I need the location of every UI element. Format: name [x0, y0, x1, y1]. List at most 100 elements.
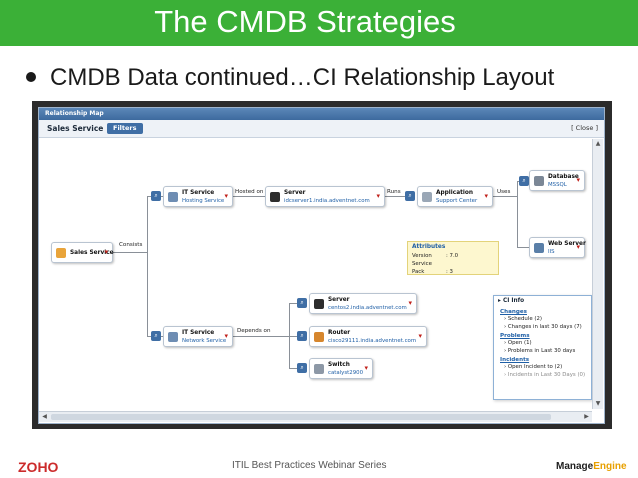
relation-label-uses: Uses	[497, 189, 511, 195]
server-icon	[270, 192, 280, 202]
node-sub[interactable]: idcserver1.india.adventnet.com	[284, 198, 370, 204]
window-header: Relationship Map	[39, 108, 604, 120]
bullet-text: CMDB Data continued…CI Relationship Layo…	[50, 64, 555, 91]
server-icon	[314, 299, 324, 309]
vertical-scrollbar[interactable]: ▲ ▼	[592, 139, 603, 409]
connector	[385, 196, 405, 197]
ci-info-item[interactable]: › Open Incident to (2)	[504, 364, 563, 370]
expand-down-icon[interactable]: ▾	[376, 192, 380, 200]
zoom-icon[interactable]: ⌕	[297, 298, 307, 308]
node-name: IT Service	[182, 330, 215, 336]
relation-label-runs: Runs	[387, 189, 401, 195]
router-icon	[314, 332, 324, 342]
web-server-icon	[534, 243, 544, 253]
ci-node-switch[interactable]: Switch catalyst2900 ▾	[309, 358, 373, 379]
node-sub[interactable]: centos2.india.adventnet.com	[328, 305, 407, 311]
service-name: Sales Service	[47, 124, 104, 133]
zoom-icon[interactable]: ⌕	[297, 363, 307, 373]
ci-info-panel: ▸ CI Info Changes › Schedule (2) › Chang…	[493, 295, 592, 400]
scroll-right-icon[interactable]: ▶	[584, 413, 589, 420]
node-sub[interactable]: Network Service	[182, 338, 227, 344]
horizontal-scrollbar[interactable]: ◀ ▶	[39, 411, 592, 422]
node-name: Server	[284, 190, 306, 196]
node-sub[interactable]: IIS	[548, 249, 555, 255]
ci-info-problems-link[interactable]: Problems	[500, 333, 530, 339]
ci-info-incidents-link[interactable]: Incidents	[500, 357, 530, 363]
it-service-icon	[168, 332, 178, 342]
ci-info-title: ▸ CI Info	[498, 298, 525, 304]
ci-node-web-server[interactable]: Web Server IIS ▾	[529, 237, 586, 258]
node-sub[interactable]: Support Center	[436, 198, 478, 204]
expand-down-icon[interactable]: ▾	[364, 364, 368, 372]
connector	[289, 303, 290, 368]
ci-info-item[interactable]: › Schedule (2)	[504, 316, 542, 322]
ci-node-router[interactable]: Router cisco29111.india.adventnet.com ▾	[309, 326, 427, 347]
zoom-icon[interactable]: ⌕	[405, 191, 415, 201]
node-sub[interactable]: Hosting Service	[182, 198, 225, 204]
relation-label-depends-on: Depends on	[237, 328, 271, 334]
connector	[517, 247, 529, 248]
expand-down-icon[interactable]: ▾	[418, 332, 422, 340]
connector	[493, 196, 517, 197]
ci-info-item[interactable]: › Incidents in Last 30 Days (0)	[504, 371, 586, 378]
connector	[289, 368, 299, 369]
connector	[113, 252, 147, 253]
node-name: Router	[328, 330, 351, 336]
toolbar: Sales Service Filters [ Close ]	[39, 120, 604, 138]
node-name: IT Service	[182, 190, 215, 196]
scroll-down-icon[interactable]: ▼	[595, 400, 601, 407]
scroll-left-icon[interactable]: ◀	[42, 413, 47, 420]
connector	[147, 196, 148, 336]
expand-down-icon[interactable]: ▾	[576, 243, 580, 251]
node-sub[interactable]: cisco29111.india.adventnet.com	[328, 338, 417, 344]
expand-down-icon[interactable]: ▾	[104, 248, 108, 256]
connector	[289, 336, 299, 337]
connector	[233, 196, 265, 197]
ci-node-it-service-network[interactable]: IT Service Network Service ▾	[163, 326, 233, 347]
scroll-thumb[interactable]	[51, 414, 551, 420]
zoom-icon[interactable]: ⌕	[151, 331, 161, 341]
service-icon	[56, 248, 66, 258]
expand-down-icon[interactable]: ▾	[576, 176, 580, 184]
ci-node-database[interactable]: Database MSSQL ▾	[529, 170, 585, 191]
relation-label-hosted-on: Hosted on	[235, 189, 264, 195]
ci-info-item[interactable]: › Open (1)	[504, 340, 532, 346]
zoom-icon[interactable]: ⌕	[519, 176, 529, 186]
zoho-logo: ZOHO	[18, 459, 59, 475]
node-name: Switch	[328, 362, 350, 368]
slide-bullet: CMDB Data continued…CI Relationship Layo…	[26, 64, 554, 92]
node-name: Web Server	[548, 241, 586, 247]
zoom-icon[interactable]: ⌕	[151, 191, 161, 201]
node-sub[interactable]: catalyst2900	[328, 370, 364, 376]
ci-node-it-service-hosting[interactable]: IT Service Hosting Service ▾	[163, 186, 233, 207]
switch-icon	[314, 364, 324, 374]
ci-node-server-centos2[interactable]: Server centos2.india.adventnet.com ▾	[309, 293, 417, 314]
ci-node-application[interactable]: Application Support Center ▾	[417, 186, 493, 207]
slide-title: The CMDB Strategies	[154, 4, 456, 39]
expand-down-icon[interactable]: ▾	[484, 192, 488, 200]
expand-down-icon[interactable]: ▾	[408, 299, 412, 307]
ci-info-item[interactable]: › Changes in last 30 days (7)	[504, 323, 582, 330]
manageengine-logo: ManageEngine	[556, 461, 627, 472]
expand-down-icon[interactable]: ▾	[224, 332, 228, 340]
node-name: Database	[548, 174, 579, 180]
relationship-canvas: Consists Hosted on Runs Uses Depends on …	[39, 138, 592, 423]
ci-info-changes-link[interactable]: Changes	[500, 309, 527, 315]
ci-node-server-idcserver1[interactable]: Server idcserver1.india.adventnet.com ▾	[265, 186, 385, 207]
zoom-icon[interactable]: ⌕	[297, 331, 307, 341]
connector	[517, 181, 518, 247]
slide-title-bar: The CMDB Strategies	[0, 0, 638, 46]
node-name: Application	[436, 190, 473, 196]
node-sub[interactable]: MSSQL	[548, 182, 567, 188]
filters-button[interactable]: Filters	[107, 123, 143, 134]
ci-node-sales-service[interactable]: Sales Service ▾	[51, 242, 114, 263]
node-name: Server	[328, 297, 350, 303]
expand-down-icon[interactable]: ▾	[224, 192, 228, 200]
attributes-title: Attributes	[412, 244, 446, 250]
close-link[interactable]: [ Close ]	[571, 124, 598, 132]
attributes-tooltip: Attributes Version: 7.0 Service Pack: 3	[407, 241, 499, 275]
footer-text: ITIL Best Practices Webinar Series	[232, 460, 387, 471]
ci-info-item[interactable]: › Problems in Last 30 days	[504, 347, 576, 354]
relationship-map-window: Relationship Map Sales Service Filters […	[38, 107, 605, 424]
scroll-up-icon[interactable]: ▲	[595, 140, 601, 147]
